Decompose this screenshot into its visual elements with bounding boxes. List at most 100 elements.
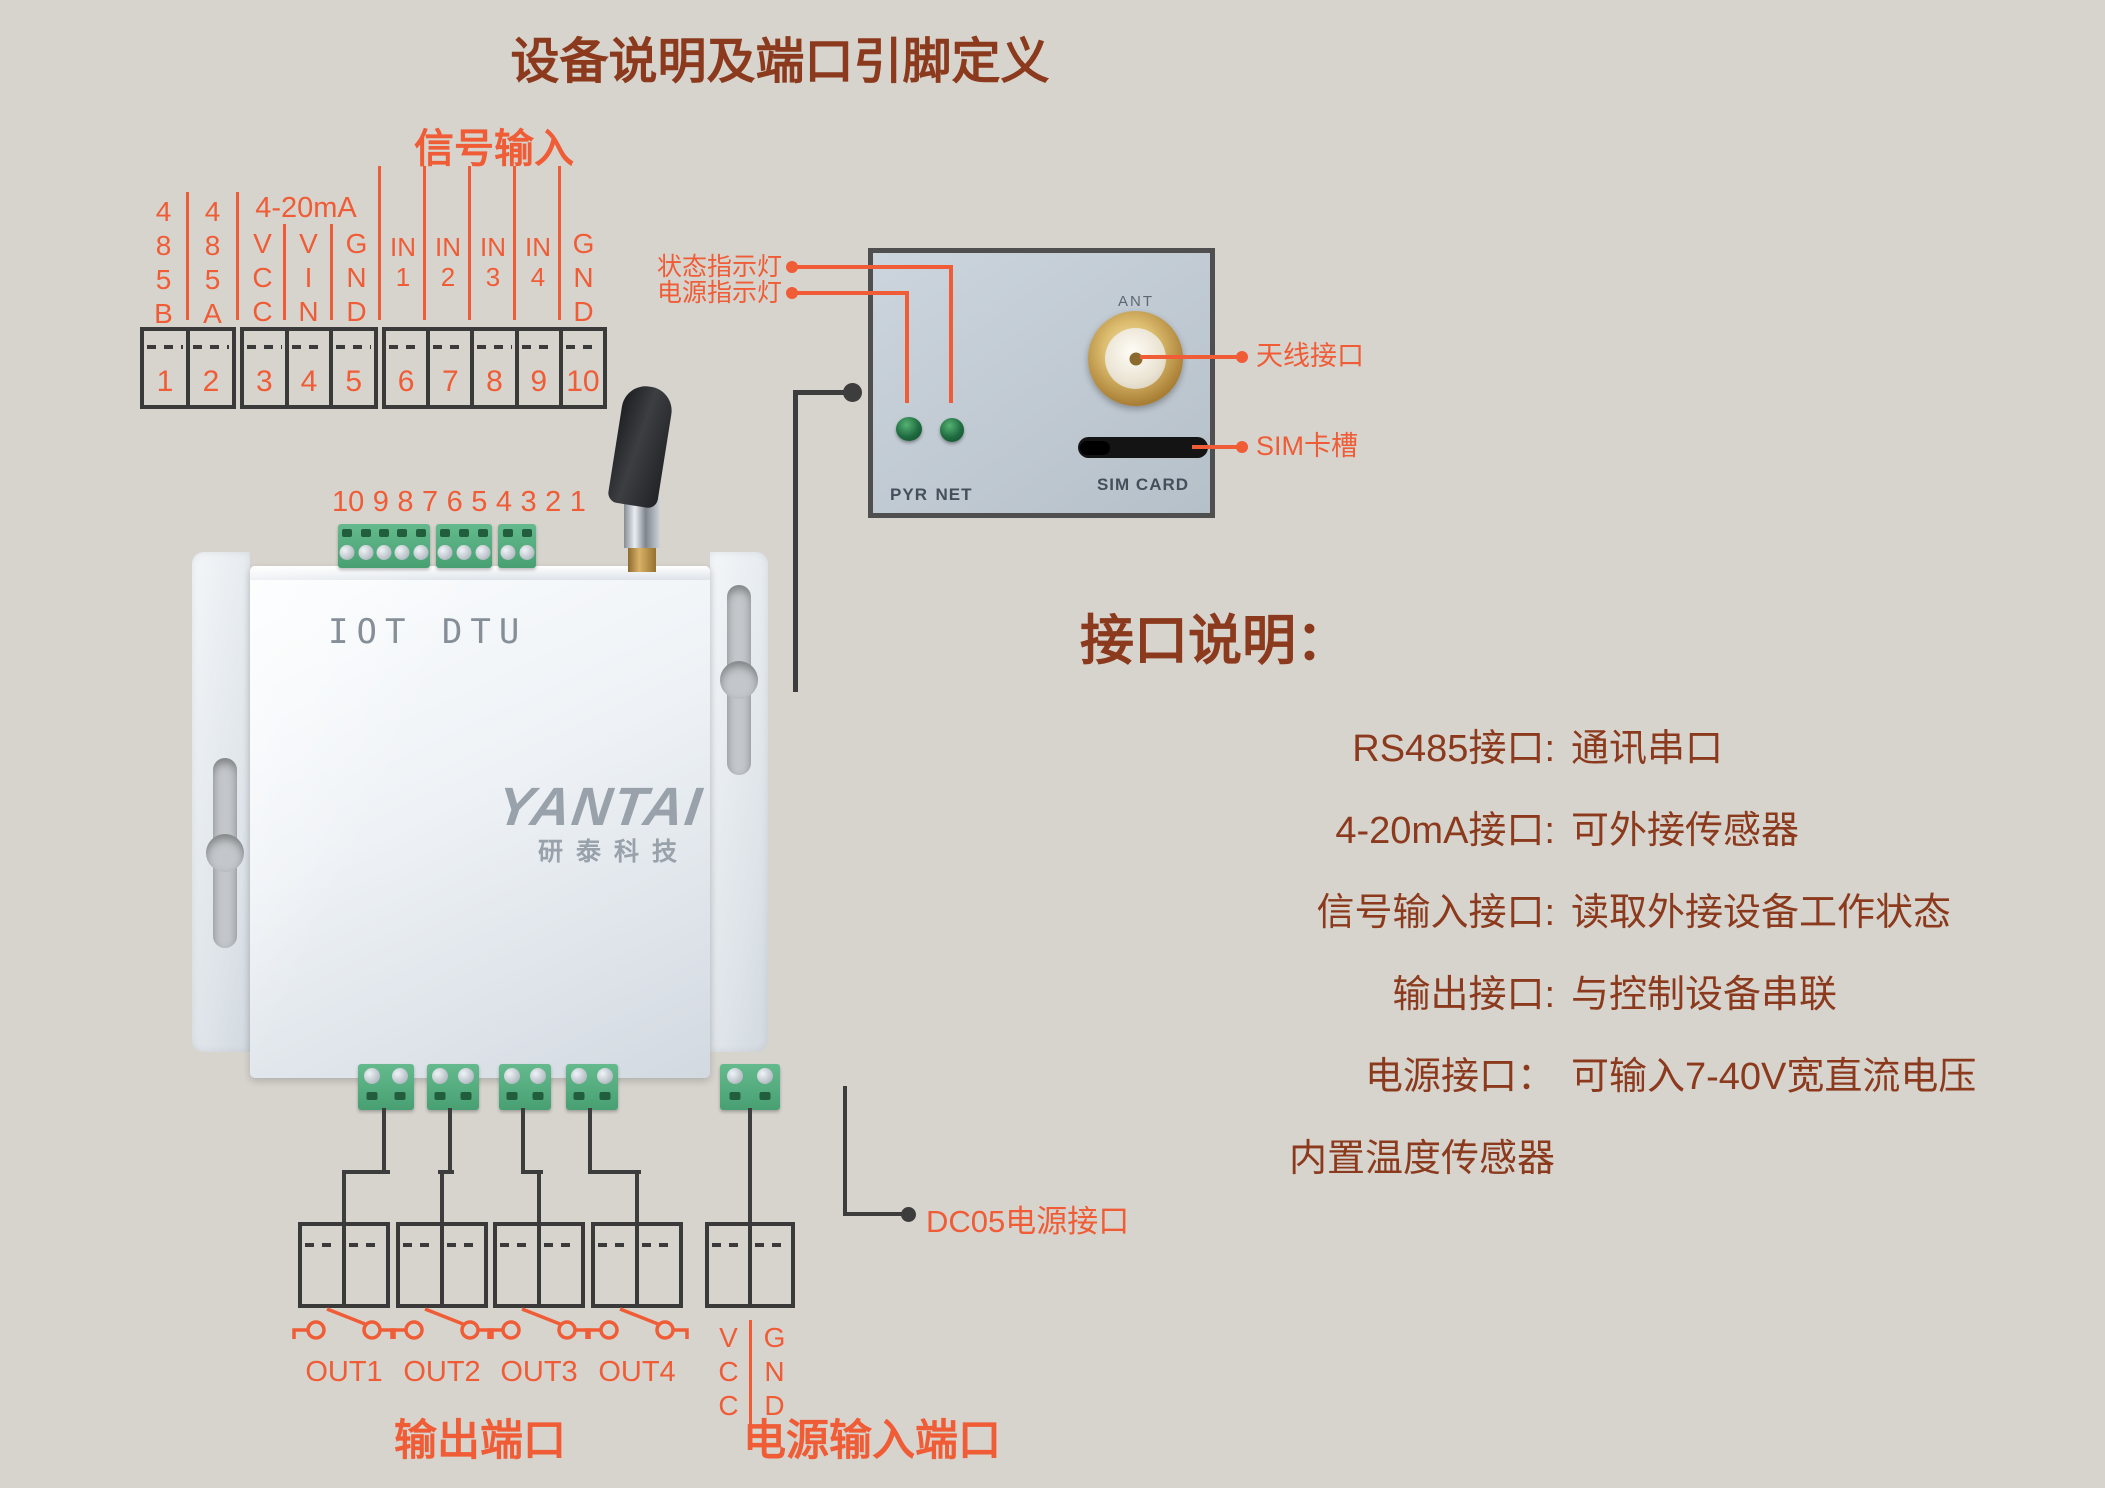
- output-terminal-box-2: [396, 1222, 488, 1308]
- pin-divider: [513, 166, 516, 320]
- dc05-callout-line: [843, 1086, 847, 1216]
- dc05-callout-line: [843, 1212, 908, 1216]
- screw-slot-icon: [544, 1243, 578, 1247]
- wire-line: [448, 1108, 452, 1174]
- interface-item: 输出接口:与控制设备串联: [1392, 974, 1838, 1016]
- wire-line: [748, 1108, 752, 1224]
- callout-line: [793, 291, 909, 295]
- terminal-cell: [748, 1226, 791, 1304]
- terminal-cell: 1: [144, 331, 186, 405]
- terminal-screw: [427, 1064, 453, 1110]
- screw-slot-icon: [389, 345, 424, 349]
- green-terminal-block: [436, 524, 492, 568]
- interface-item: 电源接口：可输入7-40V宽直流电压: [1364, 1056, 1977, 1098]
- screw-slot-icon: [565, 345, 601, 349]
- interface-item: 信号输入接口:读取外接设备工作状态: [1316, 892, 1952, 934]
- pin-divider: [283, 224, 286, 320]
- output-terminal-box-4: [591, 1222, 683, 1308]
- terminal-cell: 4: [284, 331, 330, 405]
- power-terminal-box: [705, 1222, 795, 1308]
- green-terminal-block-out3: [499, 1064, 551, 1110]
- pin-divider: [468, 166, 471, 320]
- screw-slot-icon: [433, 345, 468, 349]
- wire-line: [342, 1170, 346, 1224]
- pin-divider: [330, 224, 333, 320]
- relay-contact-icon: [390, 1307, 494, 1340]
- pin-label-gnd: GND: [568, 228, 599, 330]
- ant-label: ANT: [1118, 293, 1154, 310]
- wire-line: [521, 1170, 543, 1174]
- terminal-screw: [525, 1064, 551, 1110]
- power-input-port-section-label: 电源输入端口: [743, 1417, 1001, 1465]
- green-terminal-block-out1: [358, 1064, 414, 1110]
- power-vcc-label: VCC: [713, 1322, 744, 1424]
- page-title: 设备说明及端口引脚定义: [510, 35, 1050, 89]
- wire-line: [382, 1108, 386, 1174]
- pin-group-4-20ma-label: 4-20mA: [255, 192, 357, 224]
- pin-label-gnd-420: GND: [341, 228, 372, 330]
- device-photo: [250, 566, 710, 1078]
- panel-callout-line: [793, 390, 798, 692]
- output-terminal-box-3: [493, 1222, 585, 1308]
- terminal-screw: [473, 524, 492, 568]
- terminal-screw: [750, 1064, 780, 1110]
- out1-label: OUT1: [305, 1356, 383, 1388]
- terminal-cell: [635, 1226, 679, 1304]
- terminal-strip-group-1: 1 2: [140, 327, 236, 409]
- pin-divider: [423, 166, 426, 320]
- terminal-cell: 10: [558, 331, 603, 405]
- screw-slot-icon: [598, 1243, 632, 1247]
- out3-label: OUT3: [500, 1356, 578, 1388]
- wire-line: [521, 1108, 525, 1174]
- pin-label-485a: 485A: [197, 196, 228, 332]
- terminal-screw: [358, 1064, 386, 1110]
- screw-slot-icon: [349, 1243, 383, 1247]
- wire-line: [537, 1170, 541, 1224]
- relay-contact-icon: [292, 1307, 396, 1340]
- callout-sim-slot: SIM卡槽: [1256, 431, 1359, 461]
- antenna: [606, 382, 676, 510]
- relay-contact-icon: [585, 1307, 689, 1340]
- device-model-label: IOT DTU: [328, 612, 528, 652]
- terminal-cell: [709, 1226, 748, 1304]
- pin-divider: [236, 192, 239, 320]
- terminal-screw: [412, 524, 430, 568]
- output-terminal-box-1: [298, 1222, 390, 1308]
- wire-line: [440, 1170, 444, 1224]
- wire-line: [588, 1108, 592, 1174]
- led-net-label: NET: [935, 485, 973, 504]
- pin-label-485b: 485B: [148, 196, 179, 332]
- terminal-screw: [386, 1064, 414, 1110]
- callout-dot: [786, 287, 798, 299]
- keyhole-slot-icon: [720, 585, 758, 775]
- keyhole-bulge: [720, 661, 758, 699]
- screw-slot-icon: [291, 345, 327, 349]
- terminal-strip-group-2: 3 4 5: [240, 327, 378, 409]
- screw-slot-icon: [447, 1243, 481, 1247]
- screw-slot-icon: [500, 1243, 534, 1247]
- panel-callout-dot: [843, 383, 862, 402]
- screw-slot-icon: [712, 1243, 745, 1247]
- callout-dot: [1236, 351, 1248, 363]
- screw-slot-icon: [403, 1243, 437, 1247]
- terminal-cell: 9: [514, 331, 559, 405]
- callout-dc05: DC05电源接口: [926, 1204, 1130, 1239]
- keyhole-bulge: [206, 834, 244, 872]
- terminal-screw: [592, 1064, 618, 1110]
- pin-divider: [558, 166, 561, 320]
- interface-item: RS485接口:通讯串口: [1352, 728, 1724, 770]
- terminal-screw: [566, 1064, 592, 1110]
- led-pwr-label: PYR: [890, 485, 928, 504]
- screw-slot-icon: [477, 345, 512, 349]
- callout-status-led: 状态指示灯: [656, 253, 782, 281]
- terminal-cell: [440, 1226, 484, 1304]
- pin-divider: [378, 166, 381, 320]
- callout-line: [1140, 355, 1238, 359]
- screw-slot-icon: [247, 345, 282, 349]
- terminal-cell: 7: [426, 331, 470, 405]
- device-mount-flange-right: [710, 552, 768, 1052]
- terminal-cell: 6: [386, 331, 426, 405]
